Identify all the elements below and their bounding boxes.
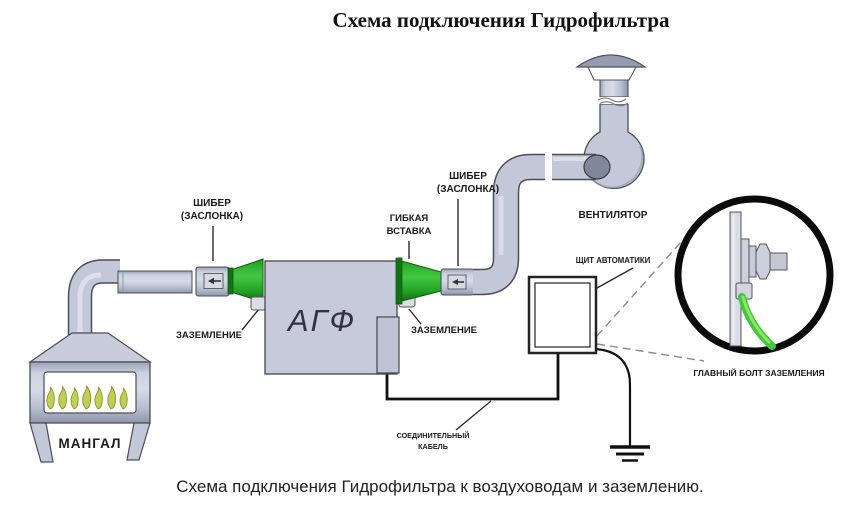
label-damper2-line2: (ЗАСЛОНКА) [437,184,499,195]
unit-label: АГФ [286,303,356,338]
flex-insert [395,257,442,305]
grill-leg-left [29,422,54,463]
connecting-cable [385,353,560,401]
label-flex-line1: ГИБКАЯ [390,213,429,224]
label-damper1-line1: ШИБЕР [193,198,231,209]
caption: Схема подключения Гидрофильтра к воздухо… [176,477,703,496]
ground-tab-1 [250,296,267,311]
label-cable-line2: КАБЕЛЬ [418,442,448,451]
label-flex-line2: ВСТАВКА [387,226,432,237]
magnifier-circle [674,195,834,355]
damper-1 [195,266,230,297]
airflow-arrow-icon [452,279,464,285]
label-grill: МАНГАЛ [59,436,122,451]
bolt-nut [755,243,771,280]
chimney-cap-icon [575,54,647,68]
magnifier-callout-line-bottom [596,343,705,362]
ground-symbol [610,445,650,462]
leader-cable [455,400,492,431]
chimney [575,54,647,107]
fan-inlet-opening [583,154,611,180]
hydrofilter-unit: АГФ [264,260,400,375]
damper-2 [440,268,475,296]
cap-skirt [587,66,637,81]
hydrofilter-side-panel [376,316,400,374]
label-ground2: ЗАЗЕМЛЕНИЕ [411,325,477,336]
duct-filter-to-fan [468,153,545,296]
grounding-cable [591,347,632,446]
fan [552,103,645,190]
page-title: Схема подключения Гидрофильтра [332,8,670,32]
grounding-bolt [729,211,788,350]
flex-cone-inlet [227,258,264,303]
grill-hood [28,332,152,363]
duct-grill-to-filter [117,270,193,294]
airflow-arrow-icon [208,277,221,285]
label-panel: ЩИТ АВТОМАТИКИ [576,256,651,265]
label-cable-line1: СОЕДИНИТЕЛЬНЫЙ [397,431,470,440]
leader-ground2 [408,308,422,325]
label-main-bolt: ГЛАВНЫЙ БОЛТ ЗАЗЕМЛЕНИЯ [693,367,824,378]
automation-panel [527,275,598,355]
bolt-shaft [769,252,788,271]
label-damper2-line1: ШИБЕР [449,171,487,182]
label-damper1-line2: (ЗАСЛОНКА) [181,211,243,222]
label-ground1: ЗАЗЕМЛЕНИЕ [176,330,242,341]
grill-leg-right [126,422,151,461]
leader-ground1 [241,308,260,331]
label-fan: ВЕНТИЛЯТОР [579,210,648,221]
flames-icon [46,385,128,410]
grill [28,259,152,463]
